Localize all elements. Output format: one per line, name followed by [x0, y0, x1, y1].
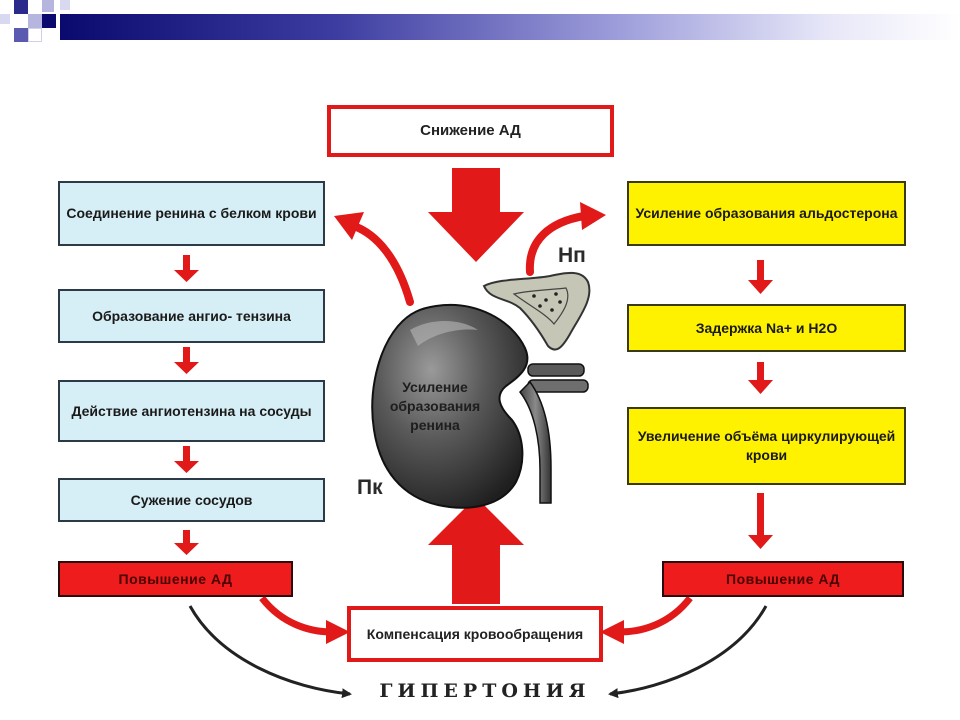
- arrow-curve-left: [350, 222, 414, 306]
- center-box-compensation: Компенсация кровообращения: [347, 606, 603, 662]
- adrenal-gland-illustration: [482, 271, 591, 351]
- left-box-text: Действие ангиотензина на сосуды: [71, 402, 312, 419]
- center-box-text: Компенсация кровообращения: [366, 625, 584, 642]
- arrow-left-1: [174, 255, 199, 282]
- arrow-right-2: [748, 362, 773, 394]
- arrow-center-down: [428, 168, 524, 262]
- left-chain-arrows: [174, 255, 199, 555]
- arrow-left-2: [174, 347, 199, 374]
- arrow-right-1: [748, 260, 773, 294]
- header-square: [42, 14, 56, 28]
- adrenal-dot: [550, 308, 554, 312]
- header-square: [14, 0, 28, 14]
- arrow-right-to-compensation-head: [600, 620, 624, 644]
- adrenal-dot: [532, 294, 536, 298]
- left-box-text: Сужение сосудов: [130, 491, 253, 508]
- right-box-blood-volume: Увеличение объёма циркулирующей крови: [627, 407, 906, 485]
- arrow-right-3: [748, 493, 773, 549]
- kidney-illustration: [371, 303, 589, 509]
- right-box-text: Задержка Na+ и H2O: [695, 319, 838, 336]
- kidney-text: Усиление образования ренина: [380, 378, 490, 435]
- header-square: [14, 28, 28, 42]
- adrenal-dot: [544, 298, 548, 302]
- left-box-text: Соединение ренина с белком крови: [66, 205, 317, 222]
- arrow-curve-right-head: [580, 202, 606, 230]
- arrow-black-left: [188, 605, 352, 699]
- kidney-body: [371, 303, 529, 509]
- label-pk: Пк: [357, 476, 383, 500]
- left-box-angiotensin-action: Действие ангиотензина на сосуды: [58, 380, 325, 442]
- adrenal-gland: [482, 271, 591, 351]
- header-square: [42, 0, 54, 12]
- top-box-bp-decrease: Снижение АД: [327, 105, 614, 157]
- adrenal-dot: [554, 292, 558, 296]
- arrow-curve-left-head: [334, 212, 364, 240]
- arrow-black-right: [608, 605, 768, 699]
- label-np: Нп: [558, 244, 586, 268]
- kidney-text-label: Усиление образования ренина: [389, 379, 481, 433]
- right-box-text: Усиление образования альдостерона: [635, 205, 898, 222]
- adrenal-dot: [558, 300, 562, 304]
- top-box-text: Снижение АД: [420, 121, 521, 139]
- arrow-left-3: [174, 446, 199, 473]
- left-result-text: Повышение АД: [118, 570, 233, 587]
- arrow-right-to-compensation: [619, 595, 693, 636]
- adrenal-dots: [532, 292, 562, 312]
- left-box-text: Образование ангио- тензина: [92, 307, 291, 324]
- right-box-aldosterone: Усиление образования альдостерона: [627, 181, 906, 246]
- arrow-curve-right: [525, 212, 588, 276]
- right-chain-arrows: [748, 260, 773, 549]
- right-box-text: Увеличение объёма циркулирующей крови: [637, 428, 896, 463]
- kidney-highlight: [410, 321, 478, 346]
- left-box-angiotensin-formation: Образование ангио- тензина: [58, 289, 325, 343]
- left-box-bp-increase: Повышение АД: [58, 561, 293, 597]
- bottom-title-hypertension: ГИПЕРТОНИЯ: [350, 680, 620, 702]
- label-pk-text: Пк: [357, 476, 383, 499]
- header-square: [28, 28, 42, 42]
- label-np-text: Нп: [558, 244, 586, 267]
- header-square: [60, 0, 70, 10]
- ureter: [519, 380, 552, 504]
- arrow-left-4: [174, 530, 199, 555]
- adrenal-gland-inner: [512, 287, 569, 325]
- left-box-renin-binding: Соединение ренина с белком крови: [58, 181, 325, 246]
- right-result-text: Повышение АД: [726, 570, 840, 587]
- header-square: [28, 14, 42, 28]
- adrenal-dot: [538, 304, 542, 308]
- left-box-vasoconstriction: Сужение сосудов: [58, 478, 325, 522]
- header-square: [0, 14, 10, 24]
- bottom-title-text: ГИПЕРТОНИЯ: [379, 680, 591, 702]
- right-box-bp-increase: Повышение АД: [662, 561, 904, 597]
- right-box-na-water-retention: Задержка Na+ и H2O: [627, 304, 906, 352]
- arrow-left-to-compensation: [259, 595, 333, 636]
- renal-vessel: [527, 363, 585, 377]
- arrow-left-to-compensation-head: [326, 620, 350, 644]
- renal-vessel: [527, 379, 589, 393]
- header-bar: [60, 14, 960, 40]
- arrow-center-up: [428, 497, 524, 604]
